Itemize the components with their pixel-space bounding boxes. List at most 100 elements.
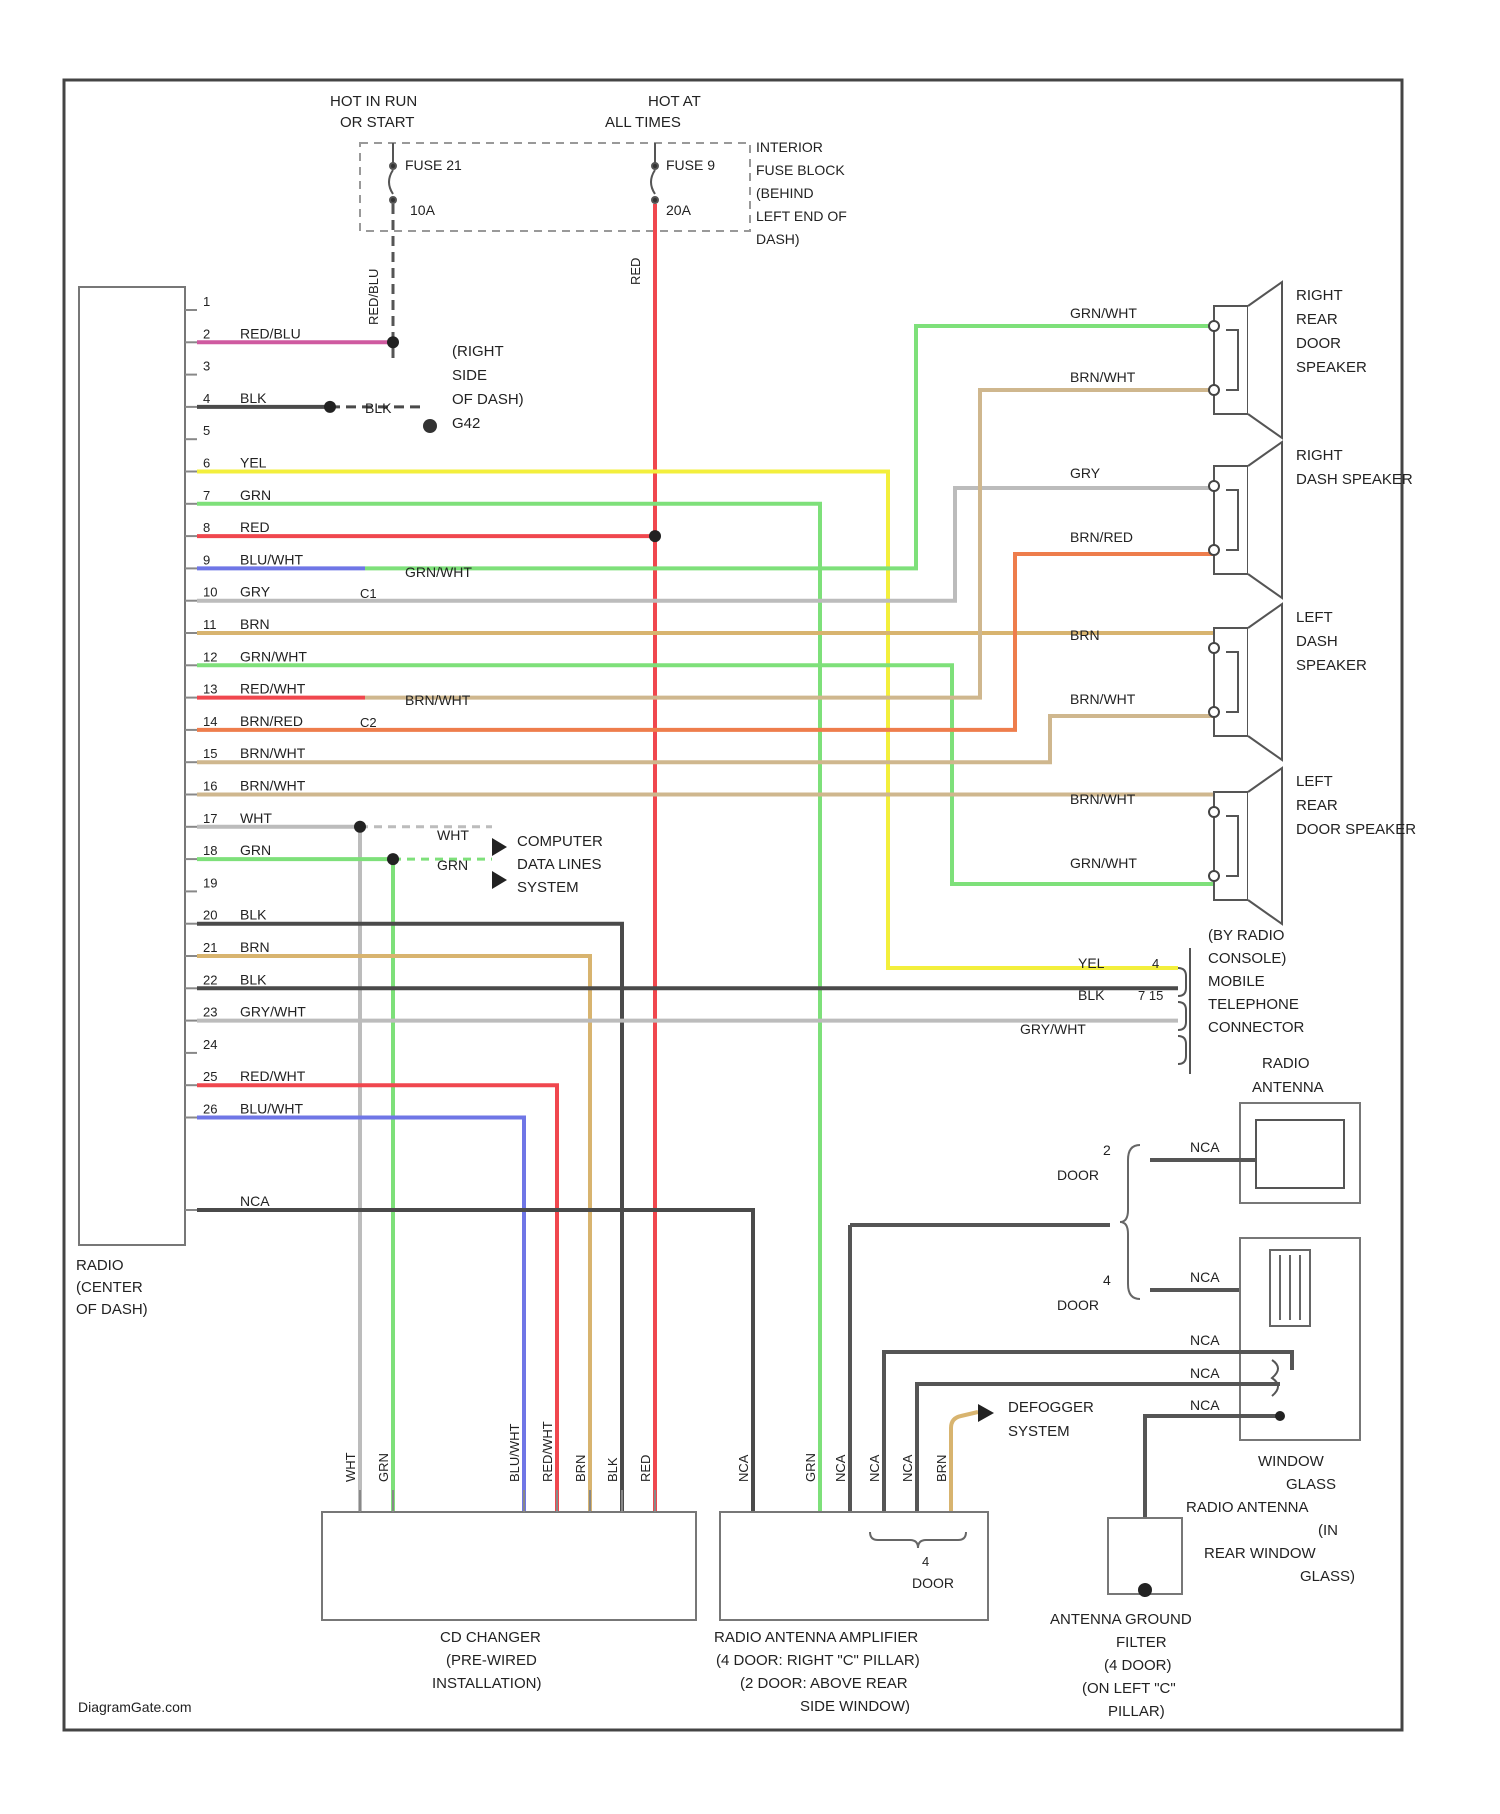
svg-text:(RIGHT: (RIGHT	[452, 343, 504, 360]
svg-text:RIGHT: RIGHT	[1296, 447, 1343, 464]
svg-text:INTERIOR: INTERIOR	[756, 139, 823, 155]
splice-dot	[387, 336, 399, 348]
cd-wire-label: BLU/WHT	[507, 1423, 522, 1482]
svg-text:YEL: YEL	[1078, 955, 1105, 971]
fuse9-symbol	[651, 143, 658, 203]
svg-text:RADIO ANTENNA AMPLIFIER: RADIO ANTENNA AMPLIFIER	[714, 1629, 918, 1646]
svg-text:REAR WINDOW: REAR WINDOW	[1204, 1545, 1317, 1562]
antenna-amplifier: 4 DOOR RADIO ANTENNA AMPLIFIER (4 DOOR: …	[714, 1512, 988, 1715]
pin-wire-label: GRN	[240, 487, 271, 503]
amp-wire-label: BRN	[934, 1455, 949, 1482]
svg-text:OF DASH): OF DASH)	[76, 1301, 148, 1318]
pin-number: 6	[203, 456, 210, 471]
svg-text:CONNECTOR: CONNECTOR	[1208, 1019, 1305, 1036]
pin-wire-label: BLU/WHT	[240, 1101, 303, 1117]
pin-number: 8	[203, 520, 210, 535]
pin-wire-label: BRN/WHT	[240, 778, 306, 794]
pin-wire-label: RED/BLU	[240, 325, 301, 341]
radio-pin-26: 26 BLU/WHT	[185, 1101, 303, 1118]
svg-text:LEFT: LEFT	[1296, 609, 1333, 626]
radio-pin-7: 7 GRN	[185, 487, 271, 504]
svg-text:G42: G42	[452, 415, 480, 432]
pin-number: 14	[203, 714, 217, 729]
hot-run-line1: HOT IN RUN	[330, 93, 417, 110]
svg-text:SPEAKER: SPEAKER	[1296, 359, 1367, 376]
pin-number: 19	[203, 875, 217, 890]
svg-text:WINDOW: WINDOW	[1258, 1453, 1325, 1470]
svg-text:4: 4	[1152, 956, 1159, 971]
svg-text:4: 4	[922, 1554, 929, 1569]
svg-text:FILTER: FILTER	[1116, 1634, 1167, 1651]
pin-wire-label: BLK	[240, 907, 267, 923]
svg-text:SYSTEM: SYSTEM	[517, 879, 579, 896]
svg-text:RADIO: RADIO	[1262, 1055, 1310, 1072]
svg-text:CD CHANGER: CD CHANGER	[440, 1629, 541, 1646]
svg-text:RADIO ANTENNA: RADIO ANTENNA	[1186, 1499, 1309, 1516]
fuse-block-label: INTERIOR FUSE BLOCK (BEHIND LEFT END OF …	[756, 139, 847, 247]
svg-text:BLK: BLK	[365, 400, 392, 416]
radio-pin-14: 14 BRN/RED	[185, 713, 303, 730]
pin-wire-label: BRN/RED	[240, 713, 303, 729]
pin-number: 3	[203, 359, 210, 374]
pin-number: 13	[203, 682, 217, 697]
splice-c2: C2	[360, 715, 377, 730]
svg-text:NCA: NCA	[1190, 1269, 1220, 1285]
splice-dot	[387, 853, 399, 865]
speakers: GRN/WHTBRN/WHTRIGHTREARDOORSPEAKERGRYBRN…	[1070, 282, 1416, 924]
hot-run-line2: OR START	[340, 114, 414, 131]
svg-text:(BEHIND: (BEHIND	[756, 185, 814, 201]
radio-pin-23: 23GRY/WHT	[185, 1004, 306, 1021]
radio-pin-1: 1	[185, 294, 210, 310]
splice-c1-wire-label: GRN/WHT	[405, 564, 472, 580]
pin-number: 26	[203, 1102, 217, 1117]
wire-label-red-blu-vertical: RED/BLU	[366, 269, 381, 325]
svg-text:DOOR SPEAKER: DOOR SPEAKER	[1296, 821, 1416, 838]
pin-number: 1	[203, 294, 210, 309]
fuse9-amp: 20A	[666, 202, 692, 218]
svg-text:FUSE BLOCK: FUSE BLOCK	[756, 162, 845, 178]
splice-c1: C1	[360, 586, 377, 601]
pin-wire-label: BRN	[240, 939, 270, 955]
pin-number: 21	[203, 940, 217, 955]
cd-changer-wire-labels: WHTGRNBLU/WHTRED/WHTBRNBLKRED	[343, 1421, 655, 1512]
svg-text:BRN/RED: BRN/RED	[1070, 529, 1133, 545]
svg-text:4: 4	[1103, 1272, 1111, 1288]
radio-box	[79, 287, 185, 1245]
pin-wire-label: GRN/WHT	[240, 648, 307, 664]
pin-wire-label: GRN	[240, 842, 271, 858]
antenna-ground-filter: ANTENNA GROUND FILTER (4 DOOR) (ON LEFT …	[1050, 1518, 1192, 1720]
pin-wire-label: NCA	[240, 1193, 270, 1209]
cd-wire-label: GRN	[376, 1453, 391, 1482]
ground-g42: BLK (RIGHT SIDE OF DASH) G42	[365, 343, 524, 433]
pin-wire-label: YEL	[240, 455, 267, 471]
pin-number: 25	[203, 1069, 217, 1084]
amp-wire-label: NCA	[833, 1454, 848, 1482]
radio-pin-2: 2 RED/BLU	[185, 325, 301, 342]
wire-pin6-yel	[197, 472, 1178, 969]
splice-c2-wire-label: BRN/WHT	[405, 692, 471, 708]
svg-text:BRN: BRN	[1070, 627, 1100, 643]
pin-wire-label: GRY	[240, 584, 271, 600]
splice-dot	[649, 530, 661, 542]
svg-text:GRN/WHT: GRN/WHT	[1070, 305, 1137, 321]
pin-number: 7	[203, 488, 210, 503]
radio-pin-13: 13RED/WHT	[185, 681, 306, 698]
pin-number: 2	[203, 326, 210, 341]
cd-wire-label: BRN	[573, 1455, 588, 1482]
cd-wire-label: BLK	[605, 1457, 620, 1482]
radio-pin-15: 15BRN/WHT	[185, 745, 306, 762]
pin-number: 18	[203, 843, 217, 858]
amp-wire-label: NCA	[900, 1454, 915, 1482]
pin-number: 24	[203, 1037, 217, 1052]
wire-label-red-vertical: RED	[628, 258, 643, 285]
svg-text:(ON LEFT "C": (ON LEFT "C"	[1082, 1680, 1176, 1697]
svg-text:BRN/WHT: BRN/WHT	[1070, 691, 1136, 707]
pin-wire-label: BRN	[240, 616, 270, 632]
splice-dot	[354, 821, 366, 833]
footer-watermark: DiagramGate.com	[78, 1699, 192, 1715]
computer-data-lines: WHT GRN COMPUTER DATA LINES SYSTEM	[437, 827, 603, 896]
